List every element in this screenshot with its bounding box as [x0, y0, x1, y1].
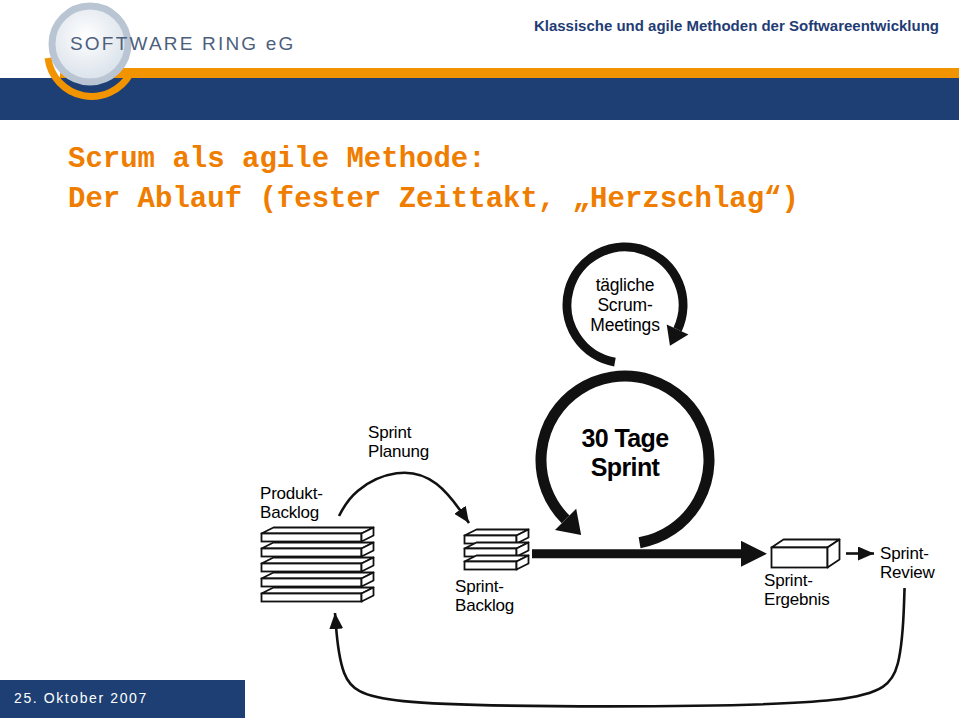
sheet-top	[262, 573, 374, 579]
sheet-front	[262, 579, 362, 587]
node-text: tägliche Scrum-Meetings	[590, 275, 659, 335]
sheet-front	[772, 548, 828, 568]
sprint-backlog-stack-shape	[463, 528, 530, 571]
footer-date: 25. Oktober 2007	[14, 690, 148, 707]
node-text: 30 Tage Sprint	[570, 424, 680, 482]
cycle-ring	[567, 247, 683, 362]
sheet-side	[362, 588, 374, 602]
planning-arrow	[339, 473, 469, 523]
sheet	[262, 543, 374, 557]
sheet	[465, 530, 529, 544]
sprint-flow-arrow	[532, 549, 741, 558]
sheet	[465, 543, 529, 557]
sheet-top	[262, 558, 374, 564]
sheet-side	[828, 540, 840, 568]
sprint-result-box-shape	[770, 538, 841, 569]
sheet-front	[262, 534, 362, 542]
sheet-side	[362, 543, 374, 557]
node-text: Produkt-Backlog	[260, 484, 323, 522]
node-text: Sprint-Backlog	[455, 577, 514, 615]
product-backlog-stack: Produkt-Backlog	[260, 484, 375, 603]
sprint-backlog-stack: Sprint-Backlog	[463, 528, 530, 615]
cycle-ring	[541, 376, 709, 543]
sheet	[262, 558, 374, 572]
node-text: Sprint-Review	[880, 544, 935, 582]
header-topic: Klassische und agile Methoden der Softwa…	[534, 17, 939, 35]
title-spacer	[528, 140, 828, 180]
cycle-arrowhead	[555, 509, 581, 535]
sheet-front	[262, 564, 362, 572]
sheet-top	[262, 543, 374, 549]
product-backlog-stack-shape	[260, 526, 375, 603]
sheet-side	[517, 543, 529, 557]
sheet-front	[262, 549, 362, 557]
sheet	[262, 528, 374, 542]
sheet-top	[262, 528, 374, 534]
orange-bar	[60, 68, 959, 78]
header-band	[0, 78, 959, 120]
sheet-front	[465, 562, 517, 570]
sheet	[465, 556, 529, 570]
sheet-top	[262, 588, 374, 594]
footer-band	[0, 680, 245, 718]
edge-label: Sprint Planung	[366, 422, 431, 462]
review-arrow	[846, 552, 874, 555]
sheet	[772, 540, 840, 568]
sheet-side	[517, 530, 529, 544]
daily-meeting-cycle: tägliche Scrum-Meetings	[557, 237, 693, 373]
sheet-side	[517, 556, 529, 570]
sprint-review: Sprint-Review	[880, 544, 935, 582]
sheet	[262, 573, 374, 587]
sheet	[262, 588, 374, 602]
node-text: Sprint-Ergebnis	[764, 571, 830, 609]
sheet-side	[362, 528, 374, 542]
sheet-side	[362, 573, 374, 587]
sheet-side	[362, 558, 374, 572]
cycle-arrowhead	[667, 324, 689, 345]
slide-title: Scrum als agile Methode: Der Ablauf (fes…	[68, 143, 799, 216]
sprint-cycle: 30 Tage Sprint	[530, 365, 720, 555]
sprint-result-box: Sprint-Ergebnis	[770, 538, 841, 609]
title-block: Scrum als agile Methode: Der Ablauf (fes…	[68, 140, 828, 220]
logo-wordmark: SOFTWARE RING eG	[70, 33, 296, 55]
sheet-front	[262, 594, 362, 602]
